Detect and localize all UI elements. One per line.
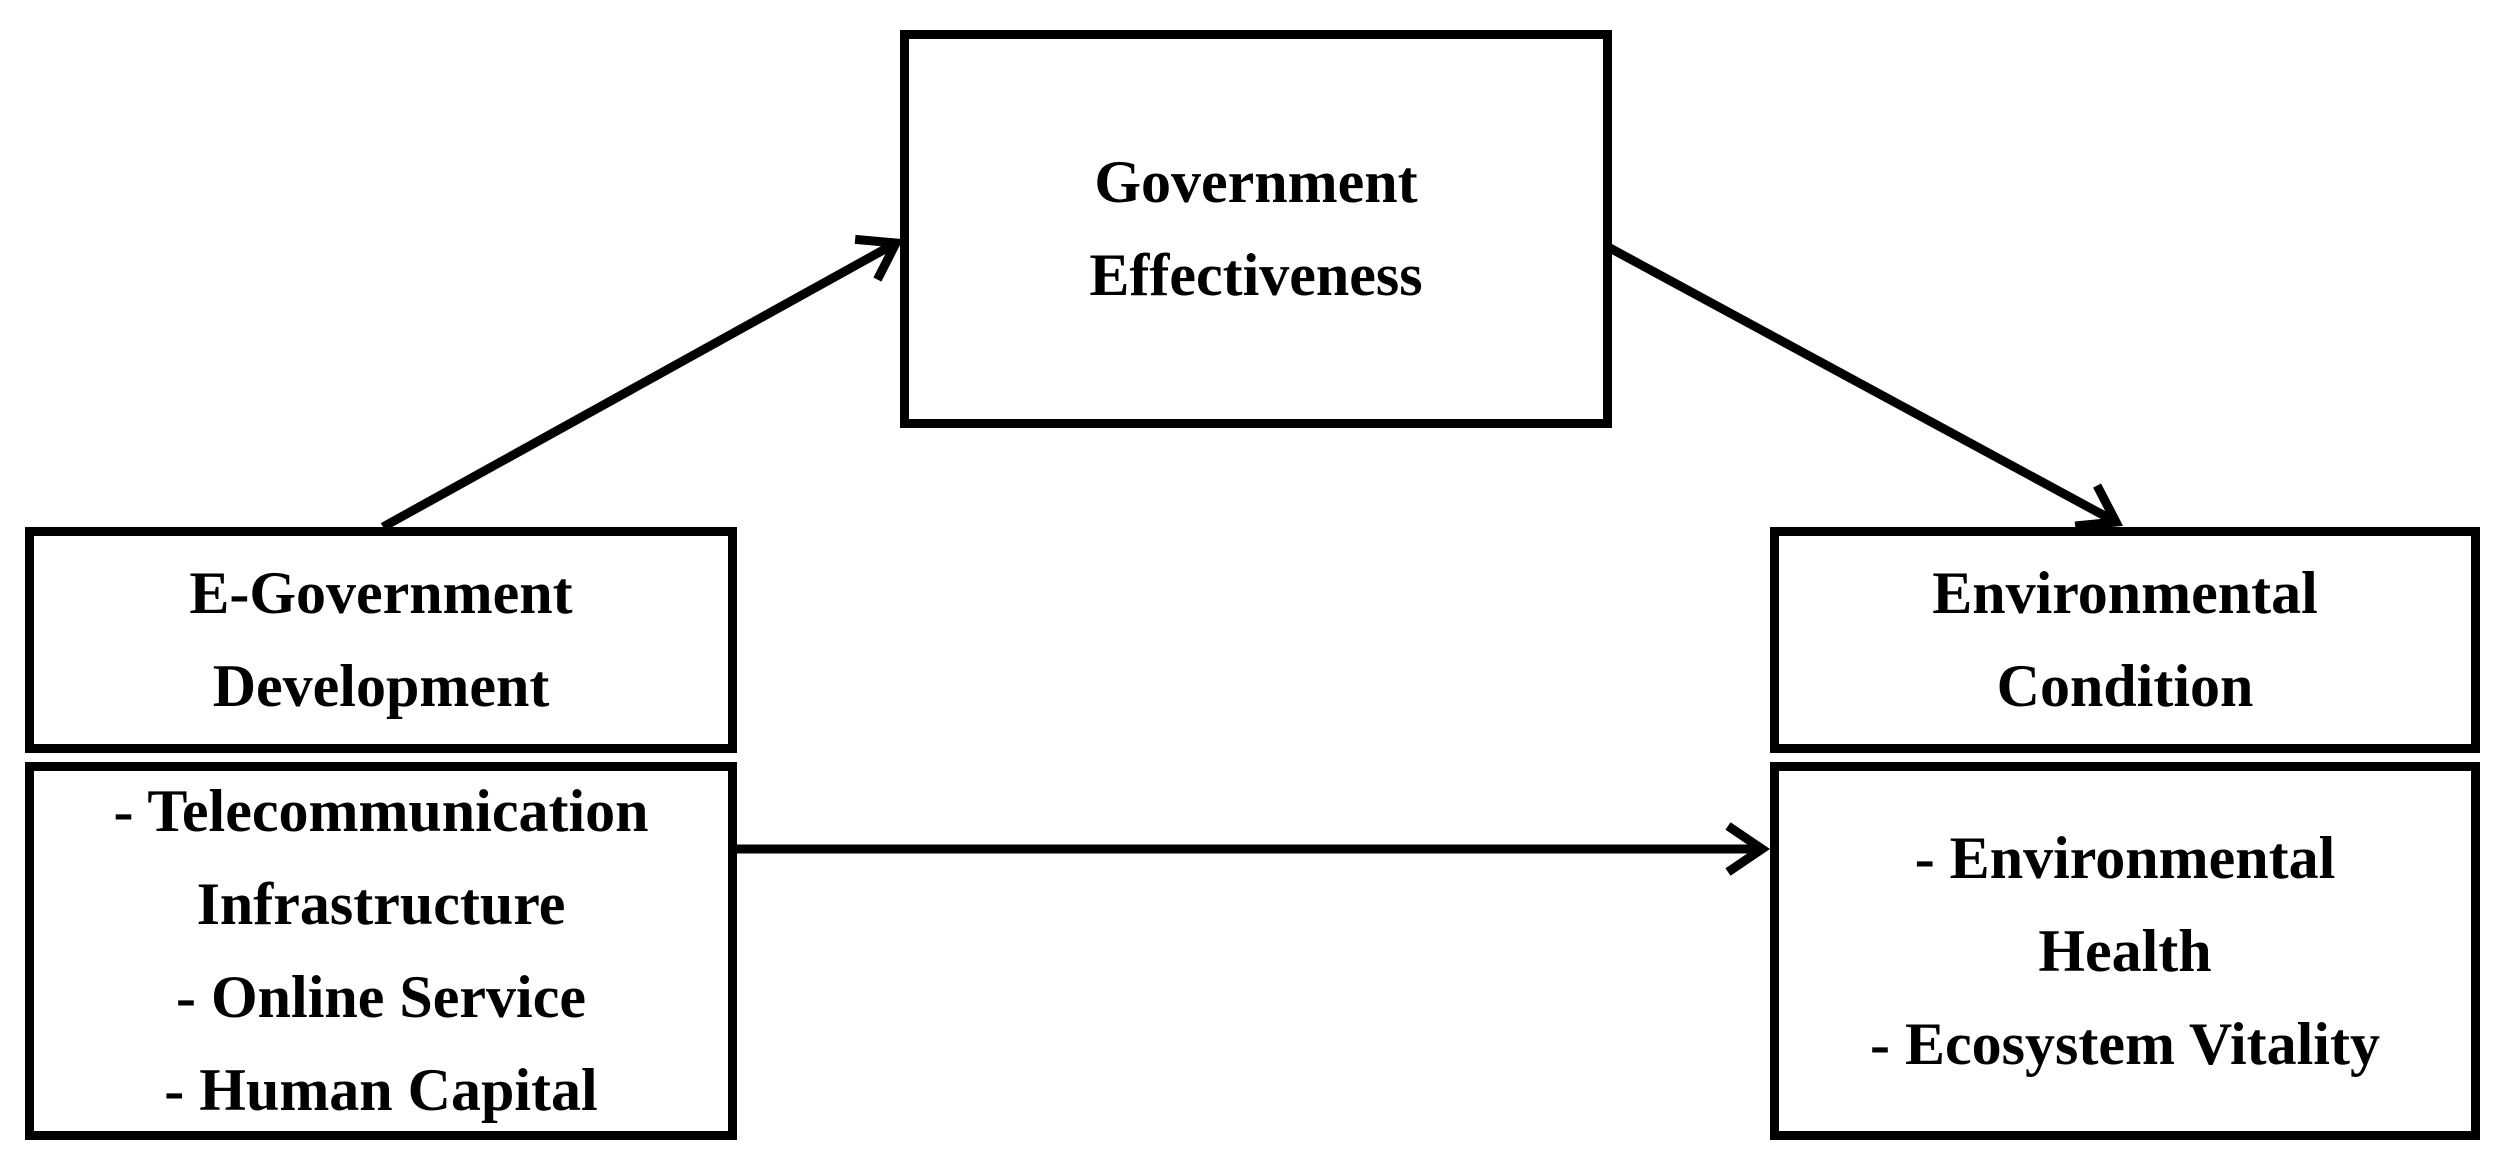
box-text-line: Development (212, 653, 550, 719)
e-government-development-box: E-Government Development (25, 527, 737, 753)
indicator-line: - Ecosystem Vitality (1870, 1010, 2380, 1077)
environmental-condition-box: Environmental Condition (1770, 527, 2480, 753)
indicator-line: Health (2038, 917, 2212, 984)
arrow-egd-to-ge-icon (380, 234, 904, 531)
e-government-indicators-box: - Telecommunication Infrastructure - Onl… (25, 762, 737, 1140)
indicator-line: - Human Capital (164, 1057, 598, 1123)
box-text-line: E-Government (189, 560, 573, 626)
environmental-indicators-box: - Environmental Health - Ecosystem Vital… (1770, 762, 2480, 1140)
box-text-line: Environmental (1932, 560, 2318, 626)
indicator-line: Infrastructure (196, 871, 566, 937)
indicator-line: - Environmental (1914, 824, 2336, 891)
indicator-line: - Telecommunication (113, 778, 649, 844)
government-effectiveness-box: Government Effectiveness (900, 30, 1612, 428)
box-text-line: Government (1094, 149, 1418, 215)
box-text-line: Condition (1996, 653, 2254, 719)
indicator-line: - Online Service (176, 964, 586, 1030)
arrow-ge-to-ec-icon (1605, 243, 2124, 531)
box-text-line: Effectiveness (1089, 242, 1423, 308)
